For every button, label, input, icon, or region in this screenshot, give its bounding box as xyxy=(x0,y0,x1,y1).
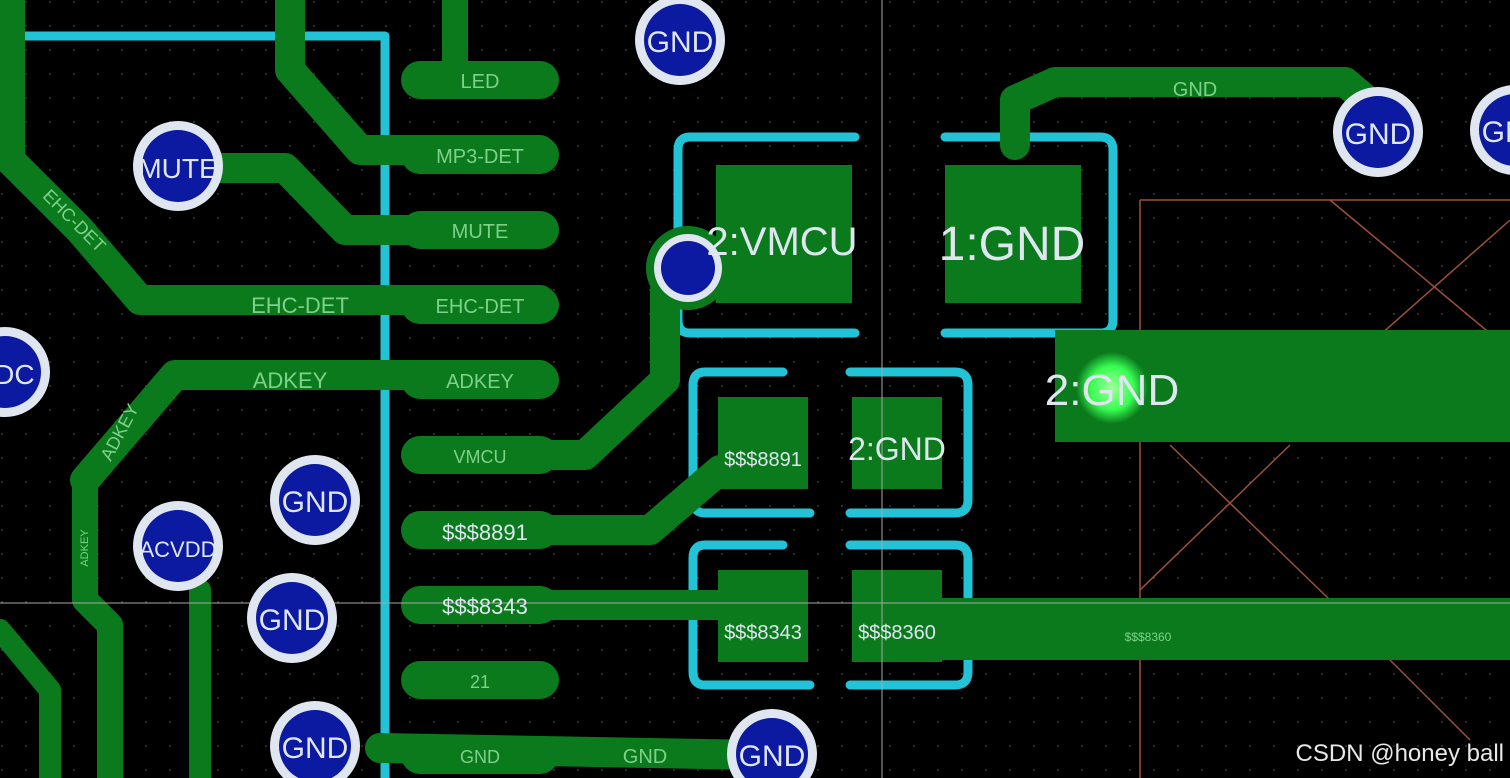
footprint-outline xyxy=(1139,199,1510,778)
via-vdc[interactable]: VDC xyxy=(0,327,50,417)
via-label: GND xyxy=(739,740,806,773)
ic-pin-label: $$$8891 xyxy=(442,520,528,545)
silk-r1-left xyxy=(688,367,815,518)
silk-r1-right xyxy=(845,367,973,518)
pad-c1-1-label: 1:GND xyxy=(939,218,1086,271)
pad-r2-2-label: $$$8360 xyxy=(858,622,936,644)
via-acvdd[interactable]: ACVDD xyxy=(133,501,223,591)
pad-r1-1-label: $$$8891 xyxy=(724,449,802,471)
pad-r2-1 xyxy=(718,570,808,662)
via-label: GND xyxy=(1482,116,1510,149)
via-gnd[interactable]: GND xyxy=(635,0,725,85)
ic-pins xyxy=(401,61,559,774)
via-mute[interactable]: MUTE xyxy=(133,121,223,211)
via-gnd[interactable]: GND xyxy=(727,709,817,778)
watermark: CSDN @honey ball xyxy=(1295,740,1504,767)
via-gnd[interactable]: GND xyxy=(1470,85,1510,175)
net-label-gnd-bottom: GND xyxy=(623,746,667,768)
ic-pin-label: LED xyxy=(461,71,500,93)
net-label-adkey-small: ADKEY xyxy=(79,529,91,567)
via-label: GND xyxy=(282,732,349,765)
pad-c1-2 xyxy=(716,165,852,303)
pad-big-2-label: 2:GND xyxy=(1045,366,1179,415)
ic-pin-label: GND xyxy=(460,747,500,767)
silk-board-edge xyxy=(0,31,390,778)
via-label: GND xyxy=(259,604,326,637)
ic-pin-label: EHC-DET xyxy=(436,296,525,318)
via-label: GND xyxy=(282,486,349,519)
net-label-ehcdet: EHC-DET xyxy=(251,293,349,318)
ic-pin-label: MP3-DET xyxy=(436,146,524,168)
ic-pin-label: $$$8343 xyxy=(442,594,528,619)
pad-r1-2-label: 2:GND xyxy=(848,431,946,467)
silkscreen xyxy=(0,31,1118,778)
via-gnd[interactable]: GND xyxy=(270,455,360,545)
net-label-gnd-top: GND xyxy=(1173,79,1217,101)
pad-r2-1-label: $$$8343 xyxy=(724,622,802,644)
via-gnd[interactable]: GND xyxy=(270,701,360,778)
ic-pin-label: ADKEY xyxy=(446,371,514,393)
via-label: ACVDD xyxy=(139,537,216,562)
via-gnd[interactable]: GND xyxy=(1333,87,1423,177)
via-label: GND xyxy=(647,26,714,59)
via-label: VDC xyxy=(0,359,35,390)
cursor-highlight xyxy=(1076,352,1148,424)
pad-c1-2-label: 2:VMCU xyxy=(706,220,857,264)
pad-r1-2 xyxy=(852,397,942,489)
ic-pin-label: MUTE xyxy=(452,221,509,243)
trace-big-net xyxy=(852,598,1510,660)
pad-labels: LED MP3-DET MUTE EHC-DET ADKEY VMCU $$$8… xyxy=(436,71,1180,767)
net-label-adkey: ADKEY xyxy=(253,368,328,393)
pad-r1-1 xyxy=(718,397,808,489)
via-label: GND xyxy=(684,274,693,279)
pad-c1-1 xyxy=(945,165,1081,303)
ic-pin-label: 21 xyxy=(470,672,490,692)
via-label: MUTE xyxy=(138,153,217,184)
via-label: GND xyxy=(1345,118,1412,151)
net-label-big: $$$8360 xyxy=(1125,630,1172,644)
via-gnd[interactable]: GND xyxy=(247,573,337,663)
via-vmcu[interactable]: GND xyxy=(646,226,730,310)
ic-pin-label: VMCU xyxy=(454,447,507,467)
